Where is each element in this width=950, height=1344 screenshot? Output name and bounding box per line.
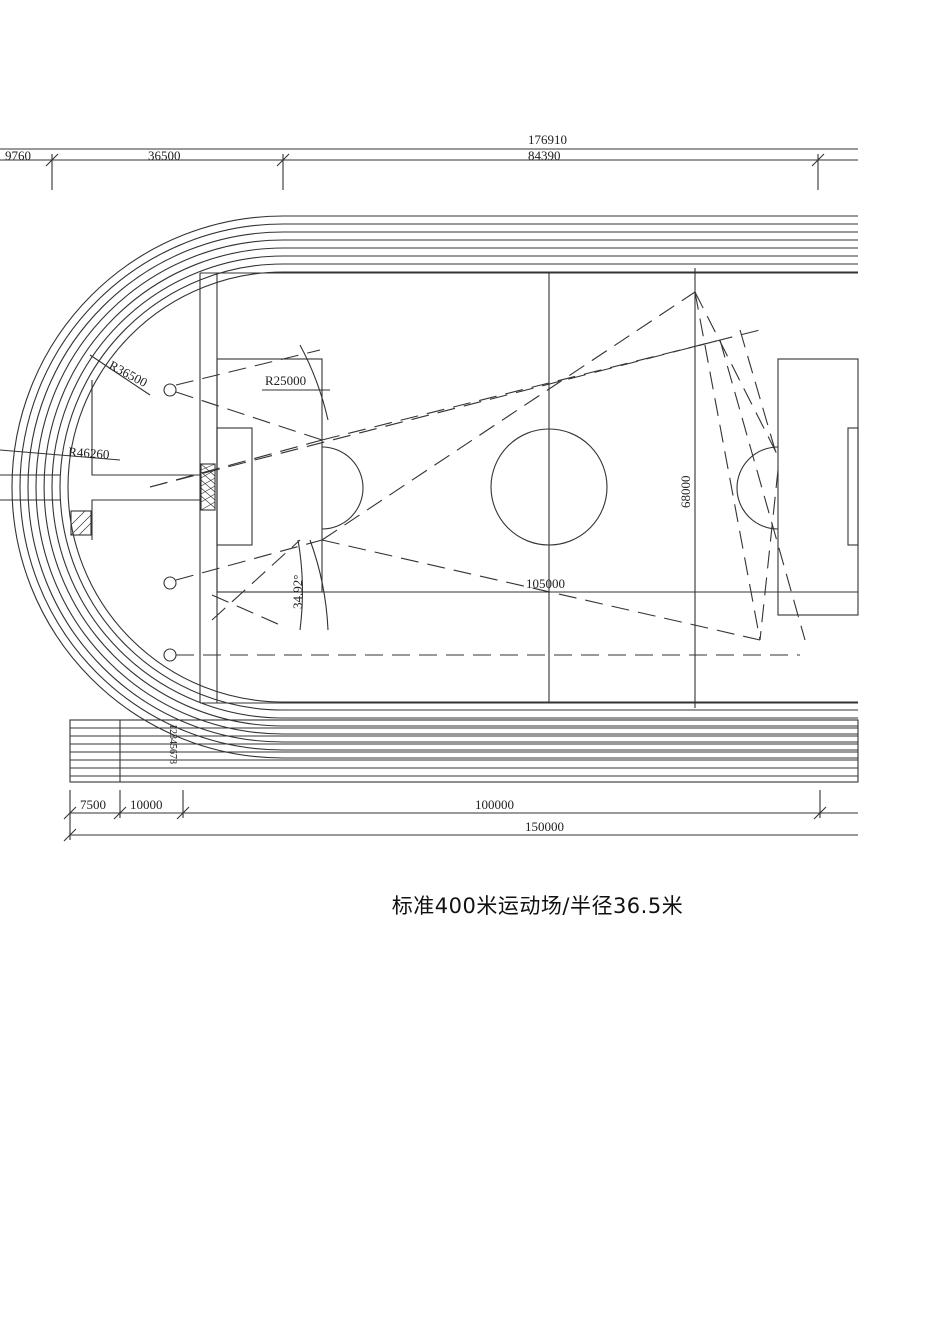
- left-offset-dim: 9760: [5, 148, 31, 163]
- track-lane-line: [67, 271, 858, 703]
- track-lane-line: [59, 263, 858, 711]
- bottom-dim-total: 150000: [525, 819, 564, 834]
- field-width-dim: 68000: [678, 476, 693, 509]
- track-lanes: [11, 215, 858, 759]
- bottom-dim-a: 7500: [80, 797, 106, 812]
- straight-length-dim: 84390: [528, 148, 561, 163]
- lane-numbers: 12345678: [167, 724, 178, 764]
- bottom-dim-b: 10000: [130, 797, 163, 812]
- track-lane-line: [43, 247, 858, 727]
- field-length-dim: 105000: [526, 576, 565, 591]
- overall-length-dim: 176910: [528, 132, 567, 147]
- track-lane-line: [11, 215, 858, 759]
- angle-label: 34.92°: [290, 575, 305, 609]
- track-lane-line: [51, 255, 858, 719]
- bottom-dim-c: 100000: [475, 797, 514, 812]
- arc-radius-label: R25000: [265, 373, 306, 388]
- inner-radius-label: R36500: [107, 357, 150, 390]
- track-lane-line: [27, 231, 858, 743]
- drawing-caption: 标准400米运动场/半径36.5米: [391, 894, 684, 918]
- outer-radius-label: R46260: [68, 444, 110, 462]
- track-lane-line: [19, 223, 858, 751]
- track-lane-line: [35, 239, 858, 735]
- curve-radius-dim: 36500: [148, 148, 181, 163]
